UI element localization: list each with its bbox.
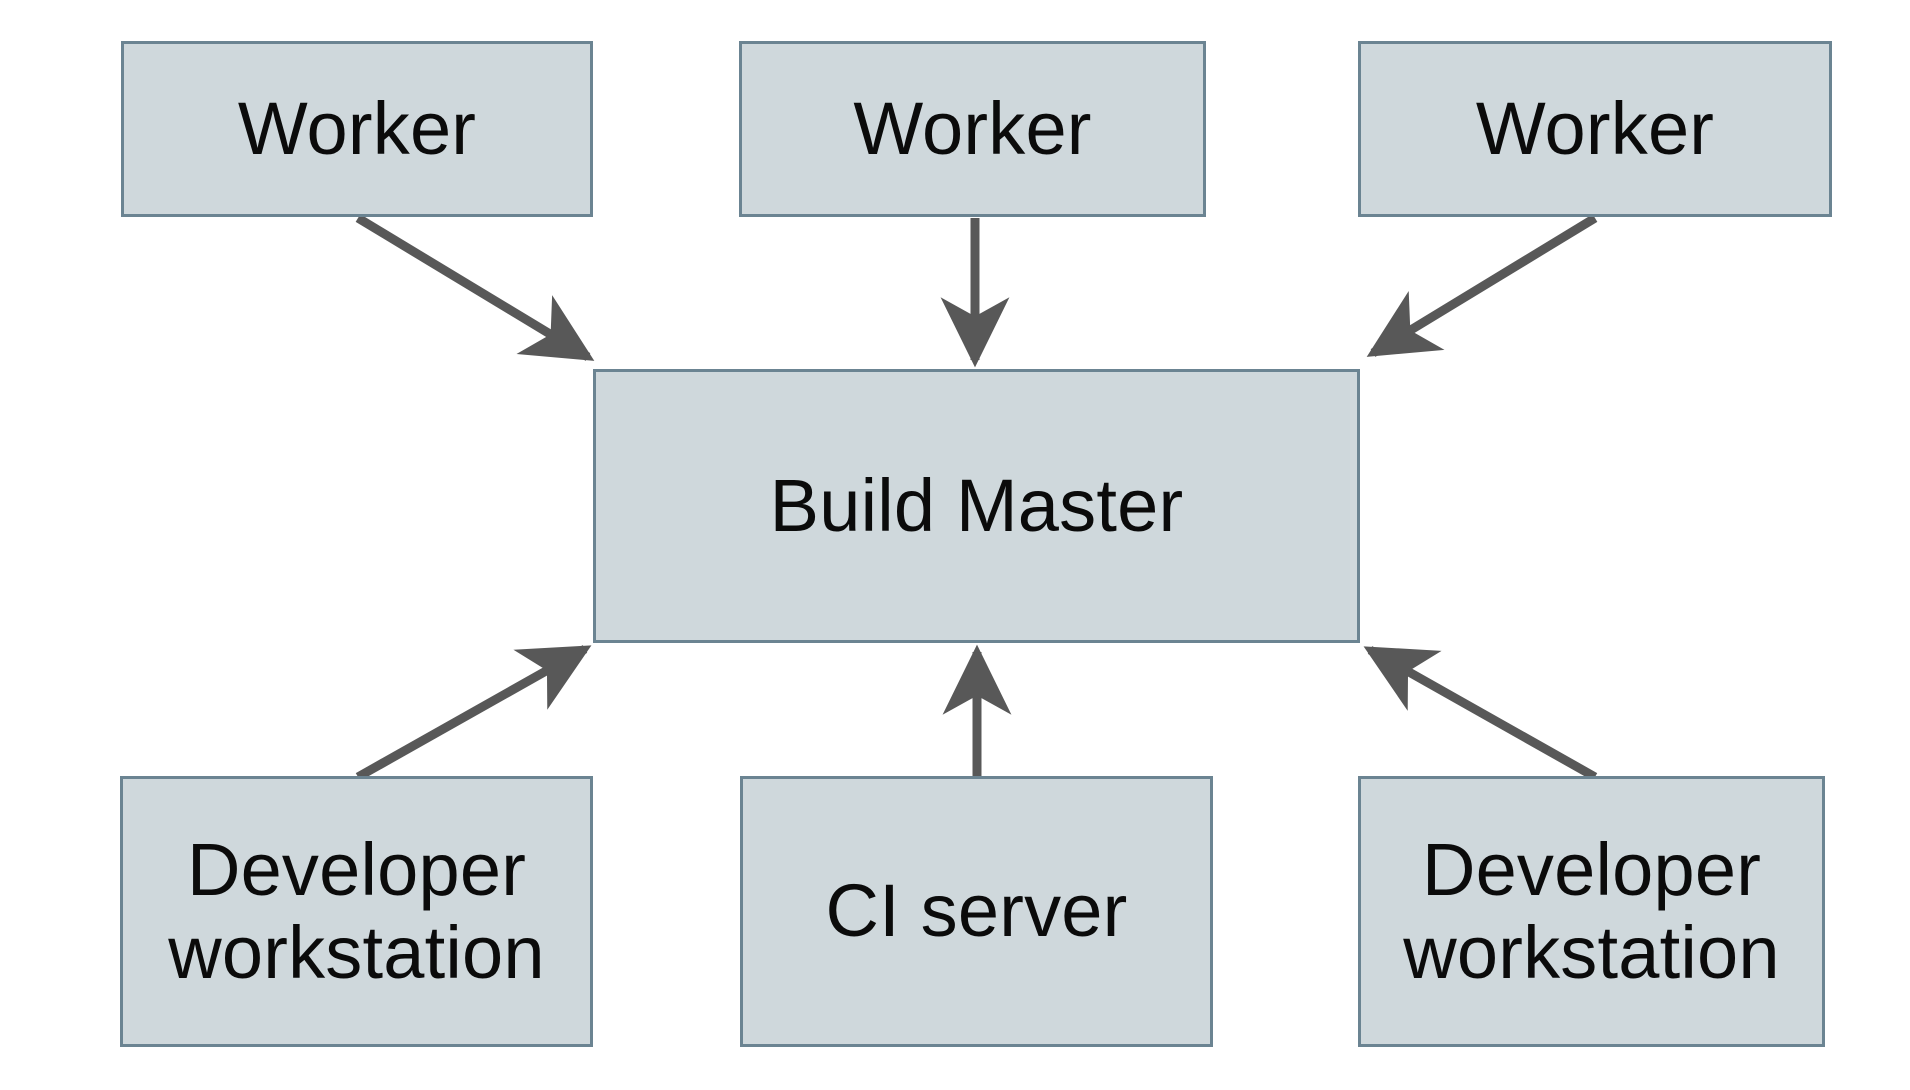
node-worker-3-label: Worker: [1475, 86, 1715, 170]
node-developer-workstation-left[interactable]: Developer workstation: [120, 776, 593, 1047]
node-developer-workstation-left-label: Developer workstation: [168, 827, 545, 994]
node-developer-workstation-right[interactable]: Developer workstation: [1358, 776, 1825, 1047]
node-ci-server-label: CI server: [825, 869, 1128, 953]
node-build-master[interactable]: Build Master: [593, 369, 1360, 643]
edge-worker-3-to-build-master: [1366, 214, 1598, 357]
node-worker-2-label: Worker: [853, 86, 1092, 170]
node-worker-2[interactable]: Worker: [739, 41, 1206, 217]
edge-dev-workstation-2-to-build-master: [1363, 646, 1598, 781]
node-build-master-label: Build Master: [769, 463, 1184, 547]
node-worker-1-label: Worker: [237, 86, 477, 170]
edge-worker-1-to-build-master: [355, 214, 595, 361]
node-worker-1[interactable]: Worker: [121, 41, 593, 217]
edge-dev-workstation-1-to-build-master: [355, 645, 592, 781]
node-worker-3[interactable]: Worker: [1358, 41, 1832, 217]
node-developer-workstation-right-label: Developer workstation: [1403, 827, 1780, 994]
node-ci-server[interactable]: CI server: [740, 776, 1213, 1047]
